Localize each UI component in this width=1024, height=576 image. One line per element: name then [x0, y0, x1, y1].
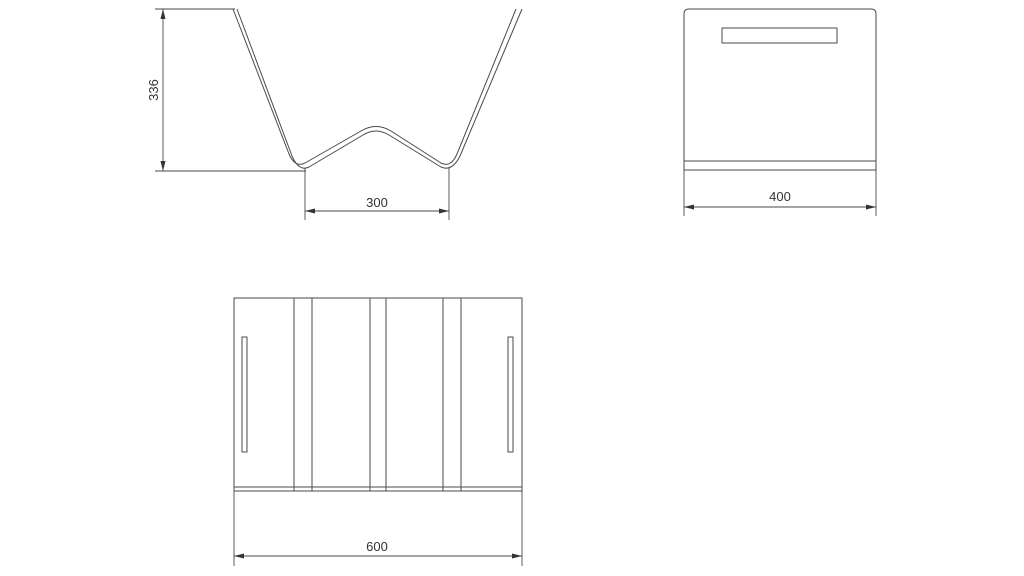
top-width-dimension-label: 600	[366, 539, 388, 554]
side-view-profile-inner	[236, 8, 523, 169]
top-view-outline	[233, 297, 523, 492]
inner-width-dimension: 300	[304, 168, 450, 220]
front-view: 400	[683, 8, 877, 216]
height-dimension-label: 336	[146, 79, 161, 101]
top-view-left-handle-slot	[241, 336, 248, 453]
top-view: 600	[233, 297, 523, 566]
side-view-profile	[232, 8, 517, 165]
front-width-dimension-label: 400	[769, 189, 791, 204]
front-view-handle-slot	[721, 27, 838, 44]
front-view-outline	[683, 8, 877, 171]
top-view-right-handle-slot	[507, 336, 514, 453]
height-dimension: 336	[146, 8, 306, 172]
inner-width-dimension-label: 300	[366, 195, 388, 210]
front-width-dimension: 400	[683, 170, 877, 216]
side-view: 336 300	[146, 8, 523, 220]
top-width-dimension: 600	[233, 491, 523, 566]
